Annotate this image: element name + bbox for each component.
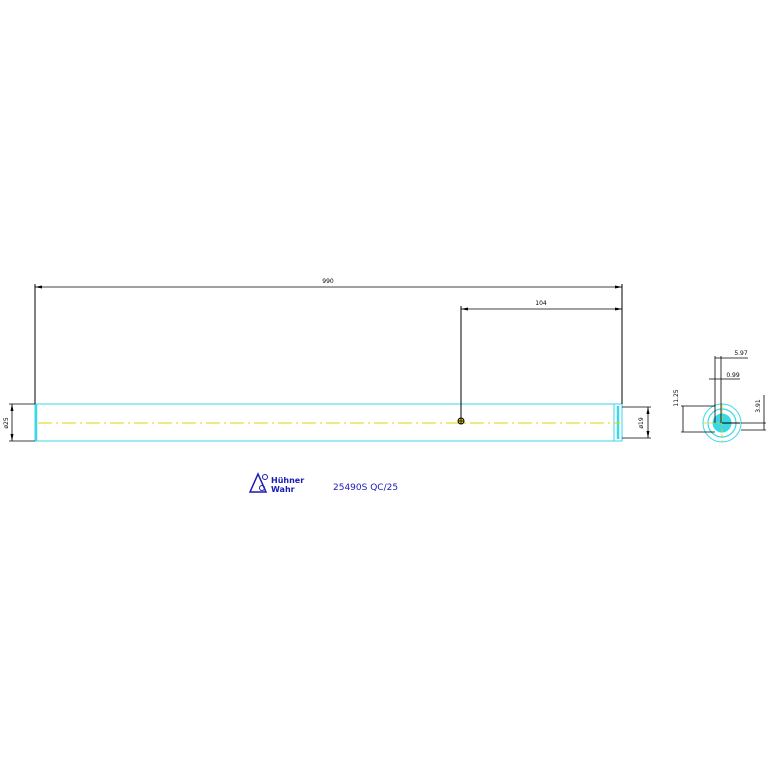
left-diameter-label: ø25	[3, 417, 10, 428]
end-section-view: 5.97 0.99 11.25 3.91	[673, 350, 766, 443]
cross-hole-symbol	[457, 417, 465, 425]
left-diameter-dimension: ø25	[3, 403, 35, 442]
logo-triangle-icon	[248, 472, 268, 493]
company-logo: Hühner Wahr	[248, 472, 304, 494]
hole-offset-dimension: 104	[460, 300, 622, 419]
shaft-side-view	[34, 403, 623, 442]
logo-text-line2: Wahr	[271, 485, 295, 494]
overall-length-dimension: 990	[34, 278, 623, 404]
logo-text-line1: Hühner	[271, 476, 304, 485]
right-diameter-dimension: ø19	[622, 406, 651, 439]
right-diameter-label: ø19	[638, 417, 645, 428]
section-top-width-label: 5.97	[734, 350, 748, 357]
hole-offset-label: 104	[535, 300, 547, 307]
section-height-label: 11.25	[673, 389, 680, 406]
section-right-width-label: 3.91	[755, 399, 762, 413]
overall-length-label: 990	[322, 278, 334, 285]
section-inner-width-label: 0.99	[726, 372, 740, 379]
part-number-caption: 25490S QC/25	[333, 483, 398, 493]
